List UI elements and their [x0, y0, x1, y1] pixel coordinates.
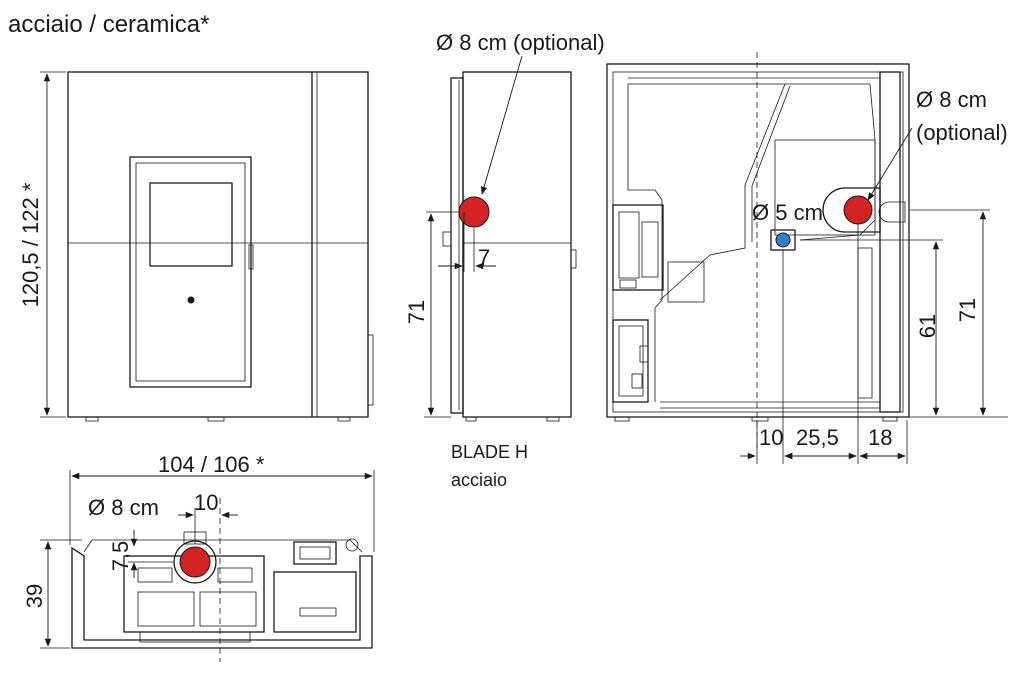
side-view: Ø 8 cm (optional) 7 71 BLADE H acciaio: [404, 30, 605, 490]
rear-air-height-label: 61: [915, 314, 940, 338]
top-flue-outlet: [179, 546, 211, 578]
rear-air-label: Ø 5 cm: [752, 200, 823, 225]
rear-body-outline: [606, 63, 910, 418]
rear-air-intake: [775, 232, 791, 248]
front-height-label: 120,5 / 122 *: [18, 182, 43, 307]
drawing-title: acciaio / ceramica*: [8, 11, 209, 38]
top-offset-y-label: 7,5: [108, 541, 133, 572]
door-handle-icon: [187, 296, 195, 304]
side-flue-outlet: [458, 196, 490, 228]
top-offset-x-label: 10: [194, 490, 218, 515]
front-body-outline: [67, 71, 369, 418]
top-flue-label: Ø 8 cm: [88, 495, 159, 520]
top-body-outline: [71, 546, 373, 649]
top-depth-label: 39: [22, 584, 47, 608]
rear-dim-left-label: 10: [759, 425, 783, 450]
side-offset-label: 7: [478, 245, 490, 270]
rear-dim-mid-label: 25,5: [796, 425, 839, 450]
rear-view: Ø 8 cm (optional) Ø 5 cm 61 71 10 25,5 1…: [606, 52, 1008, 464]
top-view: 104 / 106 * Ø 8 cm 10 7,5 39: [22, 452, 375, 662]
front-view: 120,5 / 122 *: [18, 71, 374, 422]
rear-flue-label-line1: Ø 8 cm: [916, 87, 987, 112]
model-material: acciaio: [451, 470, 507, 490]
side-flue-label: Ø 8 cm (optional): [436, 30, 605, 55]
front-glass-window: [149, 182, 233, 267]
rear-dim-right-label: 18: [868, 425, 892, 450]
side-height-label: 71: [404, 300, 429, 324]
rear-flue-height-label: 71: [955, 298, 980, 322]
model-name: BLADE H: [451, 442, 528, 462]
top-width-label: 104 / 106 *: [158, 452, 265, 477]
control-board: [612, 204, 664, 291]
rear-flue-outlet: [843, 195, 873, 225]
rear-flue-label-line2: (optional): [916, 120, 1008, 145]
front-door: [129, 156, 252, 388]
